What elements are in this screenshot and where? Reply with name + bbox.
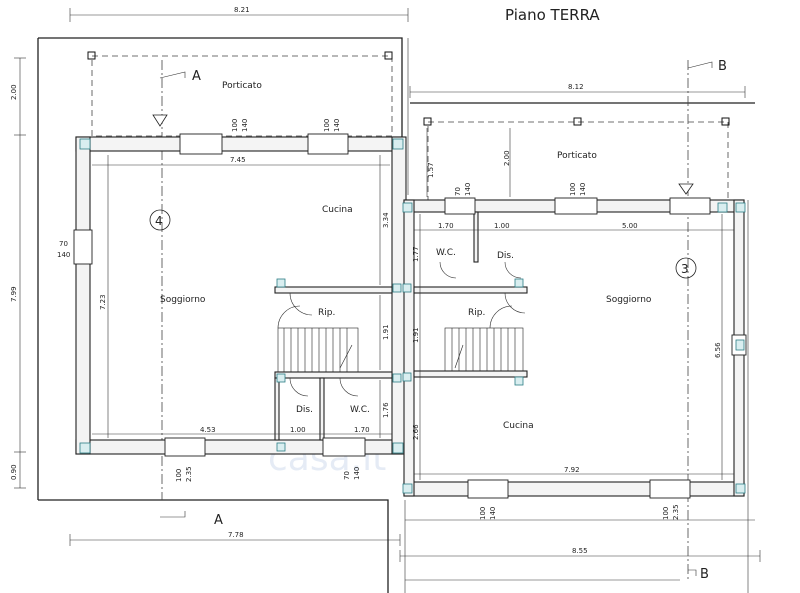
section-markers: A A B B xyxy=(152,59,727,582)
room-label-porticato-right: Porticato xyxy=(557,151,597,161)
dim-label: 140 xyxy=(464,183,472,196)
right-unit-walls xyxy=(403,199,745,497)
right-windows: 70 140 100 140 100 140 100 2.35 xyxy=(444,183,747,520)
dim-label: 4.53 xyxy=(200,426,216,434)
dim-label: 2.00 xyxy=(10,84,18,100)
section-label: B xyxy=(718,59,727,74)
dim-label: 2.35 xyxy=(185,466,193,482)
left-interior-dimensions: 7.45 7.23 3.34 1.91 1.76 4.53 1.00 1.70 xyxy=(92,155,392,438)
dim-label: 1.00 xyxy=(290,426,306,434)
room-label-cucina-right: Cucina xyxy=(503,421,534,431)
dim-label: 1.76 xyxy=(382,402,390,418)
dim-label: 100 xyxy=(175,469,183,482)
room-label-wc-right: W.C. xyxy=(436,248,456,258)
dim-label: 1.77 xyxy=(412,246,420,262)
dim-label: 5.00 xyxy=(622,222,638,230)
dim-label: 6.56 xyxy=(714,342,722,358)
dim-label: 3.34 xyxy=(382,212,390,228)
dim-label: 140 xyxy=(333,119,341,132)
dim-label: 1.57 xyxy=(427,162,435,178)
overall-dimensions: 8.21 8.12 2.00 7.99 0.90 7.78 8.55 xyxy=(10,6,761,562)
stairs-left xyxy=(277,292,359,397)
dim-label: 1.70 xyxy=(438,222,454,230)
dim-label: 0.90 xyxy=(10,464,18,480)
room-label-cucina-left: Cucina xyxy=(322,205,353,215)
room-label-wc-left: W.C. xyxy=(350,405,370,415)
room-label-rip-right: Rip. xyxy=(468,308,485,318)
dim-label: 140 xyxy=(241,119,249,132)
dim-label: 100 xyxy=(569,183,577,196)
dim-label: 100 xyxy=(479,507,487,520)
dim-label: 100 xyxy=(323,119,331,132)
room-label-soggiorno-left: Soggiorno xyxy=(160,295,206,305)
dim-label: 70 xyxy=(59,240,68,248)
dim-label: 1.00 xyxy=(494,222,510,230)
unit-number-left: 4 xyxy=(155,214,163,228)
dim-label: 2.66 xyxy=(412,424,420,440)
right-unit-labels: 3 W.C. Dis. Soggiorno Rip. Cucina xyxy=(436,248,697,431)
unit-number-right: 3 xyxy=(681,262,689,276)
section-label: B xyxy=(700,567,709,582)
dim-label: 140 xyxy=(489,507,497,520)
dim-label: 1.70 xyxy=(354,426,370,434)
dim-label: 140 xyxy=(353,467,361,480)
dim-label: 100 xyxy=(231,119,239,132)
left-columns xyxy=(79,138,404,454)
room-label-dis-right: Dis. xyxy=(497,251,514,261)
plan-title: Piano TERRA xyxy=(505,6,600,24)
room-label-porticato-left: Porticato xyxy=(222,81,262,91)
dim-label: 7.92 xyxy=(564,466,580,474)
dim-label: 70 xyxy=(343,471,351,480)
section-label: A xyxy=(214,513,223,528)
dim-label: 7.45 xyxy=(230,156,246,164)
dim-label: 8.12 xyxy=(568,83,584,91)
stairs-right xyxy=(439,261,526,372)
dim-label: 2.00 xyxy=(503,150,511,166)
dim-label: 100 xyxy=(662,507,670,520)
room-label-dis-left: Dis. xyxy=(296,405,313,415)
dim-label: 8.55 xyxy=(572,547,588,555)
right-interior-dimensions: 1.70 1.00 5.00 1.77 1.91 2.66 6.56 7.92 xyxy=(412,214,734,480)
dim-label: 2.35 xyxy=(672,504,680,520)
dim-label: 7.23 xyxy=(99,294,107,310)
dim-label: 140 xyxy=(57,251,70,259)
left-unit-labels: 4 Cucina Soggiorno Rip. Dis. W.C. xyxy=(149,205,370,415)
dim-label: 140 xyxy=(579,183,587,196)
dim-label: 7.99 xyxy=(10,286,18,302)
porch-right: Porticato 1.57 2.00 xyxy=(423,60,730,580)
right-columns xyxy=(402,202,746,494)
dim-label: 7.78 xyxy=(228,531,244,539)
dim-label: 8.21 xyxy=(234,6,250,14)
dim-label: 70 xyxy=(454,187,462,196)
dim-label: 1.91 xyxy=(412,327,420,343)
dim-label: 1.91 xyxy=(382,324,390,340)
porch-left: Porticato xyxy=(87,51,393,500)
section-label: A xyxy=(192,69,201,84)
room-label-rip-left: Rip. xyxy=(318,308,335,318)
left-windows: 100 140 100 140 70 140 100 2.35 70 140 xyxy=(57,119,366,482)
room-label-soggiorno-right: Soggiorno xyxy=(606,295,652,305)
